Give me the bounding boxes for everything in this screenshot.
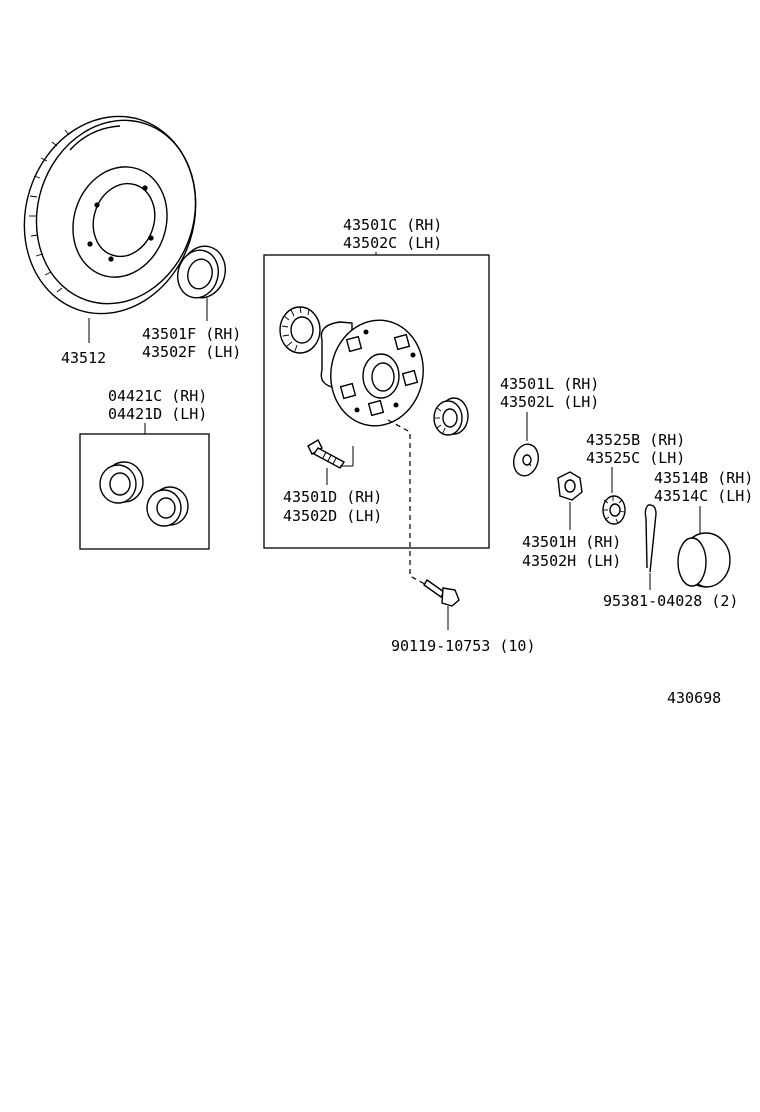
nut-lock-cap[interactable] [602, 495, 626, 525]
hub-nut-label-lh: 43502H (LH) [522, 552, 621, 570]
hub-outer-bearing[interactable] [433, 397, 469, 436]
axle-hub[interactable] [320, 313, 431, 433]
brake-rotor[interactable] [0, 94, 221, 336]
nut-lock-label-rh: 43525B (RH) [586, 431, 685, 449]
hub-bolt[interactable] [307, 439, 346, 469]
outer-bearing-race[interactable] [99, 461, 144, 504]
flange-bolt-part-number: 90119-10753 (10) [391, 637, 536, 655]
hub-assy-label-rh: 43501C (RH) [343, 216, 442, 234]
oil-seal[interactable] [172, 241, 231, 303]
hub-assy-label-lh: 43502C (LH) [343, 234, 442, 252]
grease-cap-label-lh: 43514C (LH) [654, 487, 753, 505]
hub-assy-box [263, 254, 490, 549]
grease-cap-label-rh: 43514B (RH) [654, 469, 753, 487]
hub-inner-bearing[interactable] [279, 306, 321, 354]
bearing-kit-label-rh: 04421C (RH) [108, 387, 207, 405]
nut-lock-label-lh: 43525C (LH) [586, 449, 685, 467]
oil-seal-label-lh: 43502F (LH) [142, 343, 241, 361]
bearing-kit-label-lh: 04421D (LH) [108, 405, 207, 423]
hub-bolt-label-rh: 43501D (RH) [283, 488, 382, 506]
rotor-part-number: 43512 [61, 349, 106, 367]
hub-nut-label-rh: 43501H (RH) [522, 533, 621, 551]
hub-bolt-label-lh: 43502D (LH) [283, 507, 382, 525]
cotter-pin[interactable] [644, 504, 657, 573]
washer-label-lh: 43502L (LH) [500, 393, 599, 411]
oil-seal-label-rh: 43501F (RH) [142, 325, 241, 343]
bearing-kit-box [79, 433, 210, 550]
diagram-id: 430698 [667, 689, 721, 707]
washer-label-rh: 43501L (RH) [500, 375, 599, 393]
grease-cap[interactable] [677, 532, 731, 588]
thrust-washer[interactable] [510, 441, 541, 478]
cotter-pin-part-number: 95381-04028 (2) [603, 592, 738, 610]
hub-nut[interactable] [557, 471, 583, 501]
inner-bearing-race[interactable] [146, 486, 189, 527]
flange-bolt[interactable] [423, 578, 460, 607]
